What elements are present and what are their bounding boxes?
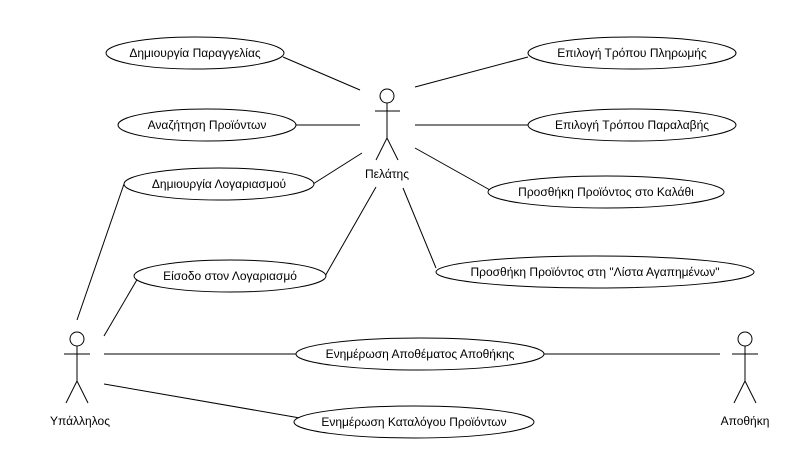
assoc-login-employee — [103, 277, 139, 337]
use-case-update-stock[interactable]: Ενημέρωση Αποθέματος Αποθήκης — [295, 337, 545, 371]
use-case-label: Δημιουργία Παραγγελίας — [129, 46, 261, 60]
use-case-login[interactable]: Είσοδο στον Λογαριασμό — [133, 259, 327, 293]
use-case-payment-method[interactable]: Επιλογή Τρόπου Πληρωμής — [527, 36, 737, 70]
assoc-create-account-employee — [76, 183, 125, 321]
assoc-payment-method — [414, 56, 529, 88]
use-case-add-to-wishlist[interactable]: Προσθήκη Προϊόντος στη "Λίστα Αγαπημένων… — [435, 255, 755, 289]
actor-warehouse[interactable]: Αποθήκη — [721, 331, 770, 428]
actor-label: Πελάτης — [365, 167, 409, 181]
use-case-create-order[interactable]: Δημιουργία Παραγγελίας — [105, 36, 285, 70]
use-case-label: Επιλογή Τρόπου Παραλαβής — [555, 118, 709, 132]
use-case-search-products[interactable]: Αναζήτηση Προϊόντων — [117, 108, 297, 142]
use-case-label: Προσθήκη Προϊόντος στη "Λίστα Αγαπημένων… — [470, 265, 719, 279]
actor-label: Υπάλληλος — [50, 414, 110, 428]
use-case-label: Επιλογή Τρόπου Πληρωμής — [557, 46, 707, 60]
use-case-add-to-cart[interactable]: Προσθήκη Προϊόντος στο Καλάθι — [487, 175, 725, 209]
use-case-label: Ενημέρωση Αποθέματος Αποθήκης — [326, 347, 515, 361]
use-case-label: Προσθήκη Προϊόντος στο Καλάθι — [518, 185, 694, 199]
actor-employee[interactable]: Υπάλληλος — [50, 331, 110, 428]
use-case-create-account[interactable]: Δημιουργία Λογαριασμού — [123, 167, 315, 201]
use-case-label: Δημιουργία Λογαριασμού — [152, 177, 286, 191]
use-case-label: Ενημέρωση Καταλόγου Προϊόντων — [321, 415, 506, 429]
use-case-label: Είσοδο στον Λογαριασμό — [163, 269, 297, 283]
actor-customer[interactable]: Πελάτης — [365, 88, 409, 181]
actor-label: Αποθήκη — [721, 414, 770, 428]
assoc-add-to-cart — [414, 147, 491, 191]
use-case-label: Αναζήτηση Προϊόντων — [148, 118, 267, 132]
assoc-create-account-customer — [312, 152, 363, 185]
use-case-update-catalog[interactable]: Ενημέρωση Καταλόγου Προϊόντων — [293, 405, 535, 439]
assoc-login-customer — [323, 186, 377, 279]
assoc-create-order — [282, 56, 361, 91]
use-case-delivery-method[interactable]: Επιλογή Τρόπου Παραλαβής — [527, 108, 737, 142]
assoc-update-catalog — [103, 383, 301, 419]
associations — [76, 56, 720, 419]
assoc-add-to-wishlist — [402, 187, 437, 269]
